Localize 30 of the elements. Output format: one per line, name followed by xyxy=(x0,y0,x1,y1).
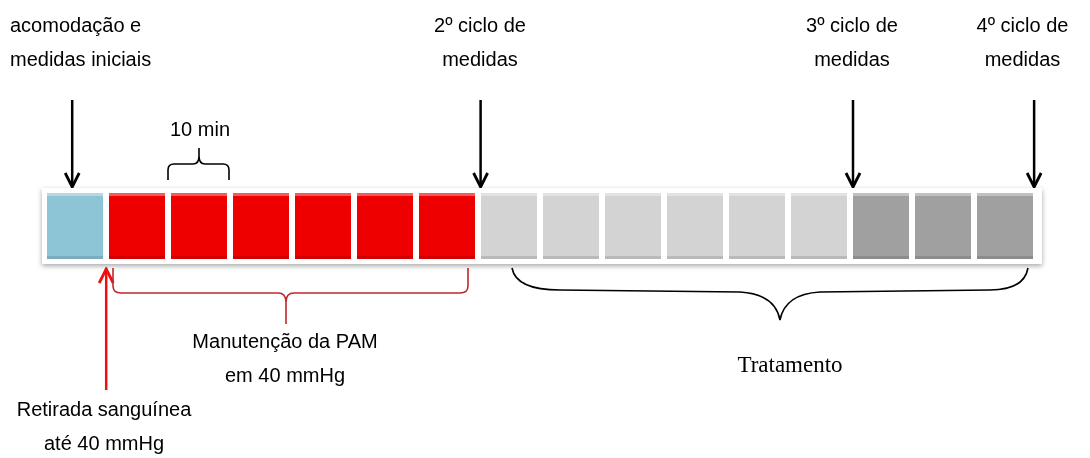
arrow xyxy=(97,267,115,390)
time-block xyxy=(915,193,971,259)
arrow xyxy=(1025,100,1043,189)
annotation-text: Manutenção da PAM em 40 mmHg xyxy=(191,329,379,388)
time-block xyxy=(605,193,661,259)
time-block xyxy=(729,193,785,259)
time-block xyxy=(543,193,599,259)
arrow xyxy=(472,100,489,189)
time-block xyxy=(791,193,847,259)
annotation-text: acomodação e medidas iniciais xyxy=(10,13,153,72)
time-block xyxy=(233,193,289,259)
time-block xyxy=(109,193,165,259)
arrow xyxy=(844,100,862,189)
time-block xyxy=(357,193,413,259)
annotation-text: Tratamento xyxy=(736,351,844,379)
time-block xyxy=(853,193,909,259)
time-block xyxy=(295,193,351,259)
annotation-text: 2º ciclo de medidas xyxy=(433,13,527,72)
arrow xyxy=(63,100,81,189)
time-block xyxy=(481,193,537,259)
time-block xyxy=(171,193,227,259)
annotation-text: 3º ciclo de medidas xyxy=(805,13,899,72)
time-block xyxy=(667,193,723,259)
time-block xyxy=(47,193,103,259)
timeline-bar xyxy=(42,188,1042,264)
time-block xyxy=(419,193,475,259)
annotation-text: 10 min xyxy=(169,117,231,142)
annotation-text: 4º ciclo de medidas xyxy=(975,13,1070,72)
time-block xyxy=(977,193,1033,259)
annotation-text: Retirada sanguínea até 40 mmHg xyxy=(15,397,193,456)
